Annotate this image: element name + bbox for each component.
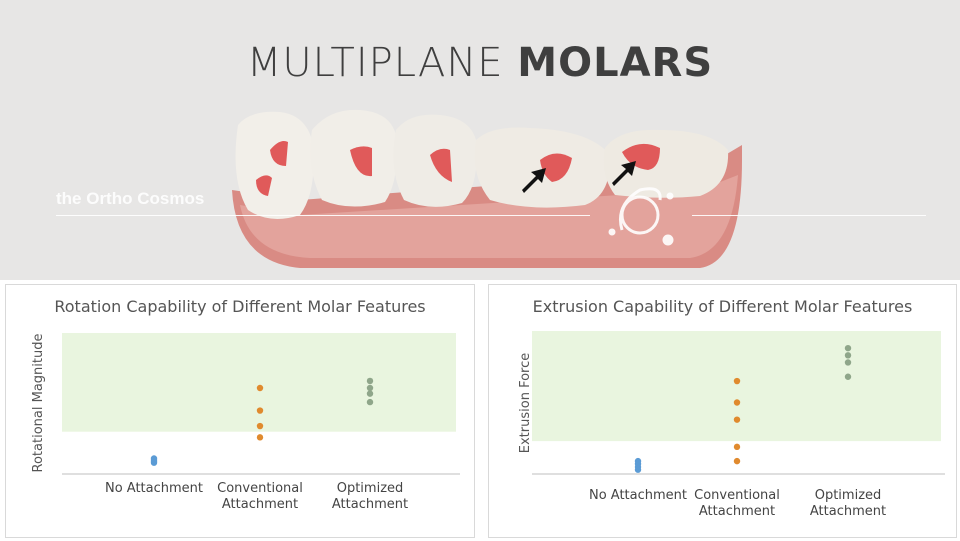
x-tick-label: Optimized xyxy=(815,488,882,503)
data-point-conventional-attachment xyxy=(256,422,264,430)
data-point-optimized-attachment xyxy=(844,373,852,380)
data-point-conventional-attachment xyxy=(733,416,741,423)
x-tick-label: Conventional xyxy=(694,488,780,503)
data-point-optimized-attachment xyxy=(366,384,374,392)
header-banner: MULTIPLANE MOLARS the Ortho Cosmos xyxy=(0,0,960,280)
x-tick-label: Attachment xyxy=(332,497,408,512)
x-tick-label: Attachment xyxy=(810,504,886,519)
x-tick-label: No Attachment xyxy=(589,488,687,503)
data-point-conventional-attachment xyxy=(733,399,741,406)
watermark-text: the Ortho Cosmos xyxy=(56,189,205,208)
target-range-band xyxy=(62,333,456,432)
target-range-band xyxy=(532,331,941,442)
data-point-optimized-attachment xyxy=(844,352,852,359)
data-point-optimized-attachment xyxy=(366,390,374,397)
data-point-optimized-attachment xyxy=(366,377,374,385)
page-title: MULTIPLANE MOLARS xyxy=(246,40,714,86)
molars-illustration xyxy=(232,109,742,268)
data-point-optimized-attachment xyxy=(844,344,852,352)
data-point-conventional-attachment xyxy=(256,407,264,414)
data-point-conventional-attachment xyxy=(256,434,264,441)
data-point-conventional-attachment xyxy=(733,457,741,465)
data-point-conventional-attachment xyxy=(733,443,741,451)
x-tick-label: Conventional xyxy=(217,481,303,496)
x-tick-label: Attachment xyxy=(699,504,775,519)
extrusion-chart-title: Extrusion Capability of Different Molar … xyxy=(532,297,913,316)
data-point-optimized-attachment xyxy=(844,359,852,366)
watermark-line-left xyxy=(56,215,590,216)
y-axis-label: Extrusion Force xyxy=(518,353,533,453)
data-point-no-attachment xyxy=(150,455,158,462)
rotation-chart-panel: Rotation Capability of Different Molar F… xyxy=(5,284,475,538)
extrusion-chart: Extrusion Force No Attachment Conventional… xyxy=(518,331,945,519)
data-point-no-attachment xyxy=(634,457,642,465)
planet-logo-icon xyxy=(608,187,674,246)
x-tick-label: Optimized xyxy=(337,481,404,496)
data-point-optimized-attachment xyxy=(366,398,374,406)
y-axis-label: Rotational Magnitude xyxy=(31,334,46,473)
rotation-chart: Rotational Magnitude No Attachment Convent… xyxy=(31,333,460,512)
extrusion-chart-panel: Extrusion Capability of Different Molar … xyxy=(488,284,957,538)
data-point-conventional-attachment xyxy=(256,384,264,392)
watermark-line-right xyxy=(692,215,926,216)
rotation-chart-title: Rotation Capability of Different Molar F… xyxy=(54,297,426,316)
x-tick-label: No Attachment xyxy=(105,481,203,496)
data-point-conventional-attachment xyxy=(733,377,741,385)
x-tick-label: Attachment xyxy=(222,497,298,512)
